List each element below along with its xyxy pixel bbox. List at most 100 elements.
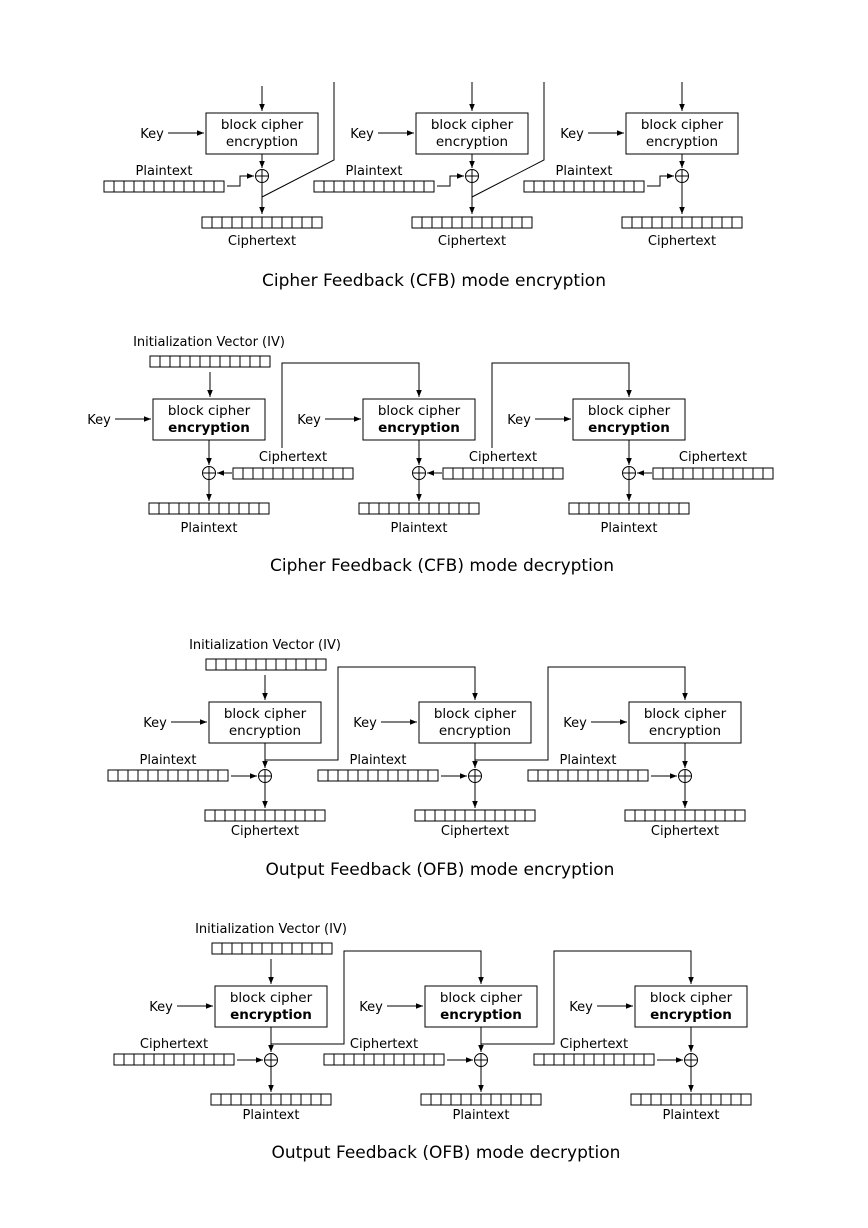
block-cipher-label: block cipher — [378, 403, 461, 419]
iv-label: Initialization Vector (IV) — [195, 922, 347, 937]
plaintext-register — [103, 180, 225, 193]
ciphertext-feedback-line — [261, 82, 335, 198]
output-feedback-arrow — [475, 666, 688, 761]
ciphertext-register — [414, 809, 536, 822]
ciphertext-label: Ciphertext — [679, 450, 747, 465]
block-cipher-box — [418, 701, 532, 744]
block-cipher-box — [628, 701, 742, 744]
ciphertext-label: Ciphertext — [441, 824, 509, 839]
key-label: Key — [353, 716, 377, 731]
block-cipher-box — [208, 701, 322, 744]
ciphertext-label: Ciphertext — [560, 1037, 628, 1052]
encryption-label: encryption — [588, 420, 670, 436]
ciphertext-label: Ciphertext — [259, 450, 327, 465]
xor-symbol — [412, 466, 426, 480]
iv-register — [205, 658, 327, 671]
plaintext-label: Plaintext — [560, 753, 617, 768]
encryption-label: encryption — [439, 723, 511, 739]
key-label: Key — [359, 1000, 383, 1015]
encryption-label: encryption — [378, 420, 460, 436]
output-feedback-arrow — [265, 666, 478, 761]
ciphertext-feedback-line — [471, 82, 545, 198]
plaintext-label: Plaintext — [391, 521, 448, 536]
key-label: Key — [569, 1000, 593, 1015]
encryption-label: encryption — [226, 134, 298, 150]
ciphertext-register — [201, 216, 323, 229]
block-cipher-label: block cipher — [431, 117, 514, 133]
plaintext-to-xor-arrow — [227, 173, 254, 187]
iv-register — [211, 942, 333, 955]
encryption-label: encryption — [229, 723, 301, 739]
plaintext-register — [527, 769, 649, 782]
caption-ofb-encryption: Output Feedback (OFB) mode encryption — [266, 860, 615, 880]
block-cipher-label: block cipher — [588, 403, 671, 419]
block-cipher-box — [625, 112, 739, 155]
key-label: Key — [143, 716, 167, 731]
block-cipher-label: block cipher — [641, 117, 724, 133]
ciphertext-feedback-arrow — [491, 362, 632, 448]
block-cipher-box — [572, 398, 686, 441]
plaintext-label: Plaintext — [243, 1108, 300, 1123]
plaintext-register — [107, 769, 229, 782]
block-cipher-box — [152, 398, 266, 441]
iv-label: Initialization Vector (IV) — [133, 335, 285, 350]
xor-symbol — [202, 466, 216, 480]
key-label: Key — [507, 413, 531, 428]
xor-symbol — [465, 169, 479, 183]
encryption-label: encryption — [440, 1007, 522, 1023]
key-label: Key — [297, 413, 321, 428]
encryption-label: encryption — [436, 134, 508, 150]
xor-symbol — [675, 169, 689, 183]
caption-cfb-encryption: Cipher Feedback (CFB) mode encryption — [262, 271, 606, 291]
ciphertext-label: Ciphertext — [438, 234, 506, 249]
caption-cfb-decryption: Cipher Feedback (CFB) mode decryption — [270, 556, 614, 576]
plaintext-register — [210, 1093, 332, 1106]
xor-symbol — [474, 1053, 488, 1067]
plaintext-label: Plaintext — [140, 753, 197, 768]
plaintext-register — [317, 769, 439, 782]
output-feedback-arrow — [481, 950, 694, 1045]
plaintext-label: Plaintext — [663, 1108, 720, 1123]
encryption-label: encryption — [230, 1007, 312, 1023]
plaintext-register — [523, 180, 645, 193]
ciphertext-register — [442, 467, 564, 480]
key-label: Key — [563, 716, 587, 731]
plaintext-register — [630, 1093, 752, 1106]
ciphertext-register — [204, 809, 326, 822]
caption-ofb-decryption: Output Feedback (OFB) mode decryption — [272, 1143, 621, 1163]
ciphertext-label: Ciphertext — [140, 1037, 208, 1052]
key-label: Key — [87, 413, 111, 428]
plaintext-register — [313, 180, 435, 193]
xor-symbol — [255, 169, 269, 183]
ciphertext-register — [533, 1053, 655, 1066]
key-label: Key — [350, 127, 374, 142]
ciphertext-register — [652, 467, 774, 480]
plaintext-label: Plaintext — [350, 753, 407, 768]
plaintext-to-xor-arrow — [437, 173, 464, 187]
plaintext-register — [358, 502, 480, 515]
plaintext-to-xor-arrow — [647, 173, 674, 187]
ciphertext-label: Ciphertext — [228, 234, 296, 249]
ciphertext-label: Ciphertext — [648, 234, 716, 249]
iv-label: Initialization Vector (IV) — [189, 638, 341, 653]
encryption-label: encryption — [168, 420, 250, 436]
key-label: Key — [560, 127, 584, 142]
block-cipher-label: block cipher — [650, 990, 733, 1006]
ciphertext-label: Ciphertext — [350, 1037, 418, 1052]
ciphertext-register — [323, 1053, 445, 1066]
xor-symbol — [622, 466, 636, 480]
block-cipher-label: block cipher — [168, 403, 251, 419]
plaintext-label: Plaintext — [453, 1108, 510, 1123]
ciphertext-feedback-arrow — [281, 362, 422, 448]
ciphertext-label: Ciphertext — [651, 824, 719, 839]
iv-register — [149, 355, 271, 368]
plaintext-label: Plaintext — [181, 521, 238, 536]
block-cipher-box — [634, 985, 748, 1028]
encryption-label: encryption — [650, 1007, 732, 1023]
key-label: Key — [149, 1000, 173, 1015]
plaintext-label: Plaintext — [601, 521, 658, 536]
ciphertext-register — [621, 216, 743, 229]
block-cipher-label: block cipher — [434, 706, 517, 722]
output-feedback-arrow — [271, 950, 484, 1045]
